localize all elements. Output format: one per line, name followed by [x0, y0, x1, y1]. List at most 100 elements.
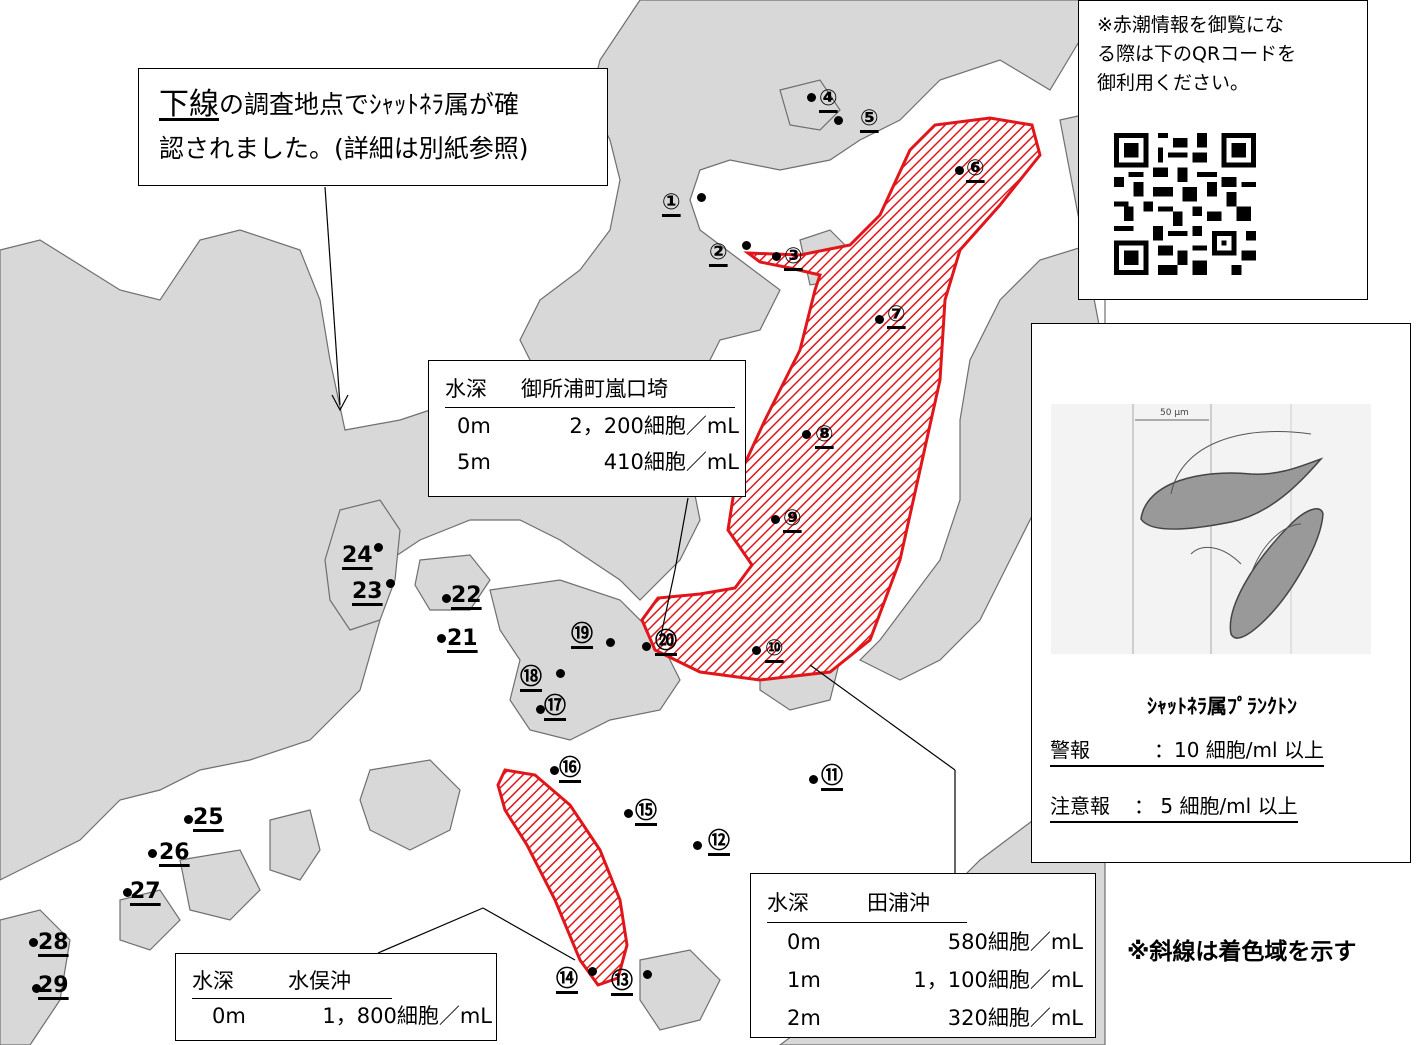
qr-note-line2: る際は下のQRコードを — [1097, 43, 1297, 65]
table-row: 1m 1，100細胞／mL — [767, 961, 1095, 999]
plankton-illustration — [1051, 404, 1371, 654]
depth-cell: 2m — [787, 1006, 821, 1030]
station-dot-s18 — [556, 669, 565, 678]
station-label-s19: ⑲ — [571, 622, 594, 647]
station-label-s1: ① — [662, 190, 681, 215]
station-label-s21: 21 — [447, 626, 478, 651]
station-label-s23: 23 — [352, 579, 383, 604]
callout-text-line2: 認されました。(詳細は別紙参照) — [159, 134, 529, 163]
station-label-s20: ⑳ — [655, 629, 678, 654]
station-dot-s2 — [742, 241, 751, 250]
station-label-s9: ⑨ — [783, 506, 802, 531]
callout-text-line1: の調査地点でｼｬｯﾄﾈﾗ属が確 — [219, 90, 520, 119]
station-dot-s8 — [802, 430, 811, 439]
station-label-s3: ③ — [784, 244, 803, 269]
station-dot-s20 — [642, 642, 651, 651]
station-dot-s7 — [875, 315, 884, 324]
station-dot-s11 — [809, 775, 818, 784]
station-dot-s4 — [807, 93, 816, 102]
qr-code[interactable] — [1114, 133, 1256, 275]
value-cell: 320細胞／mL — [947, 1006, 1083, 1030]
station-label-s16: ⑯ — [559, 756, 582, 781]
header-location: 御所浦町嵐口埼 — [521, 377, 668, 401]
header-depth: 水深 — [192, 969, 234, 993]
station-label-s25: 25 — [193, 805, 224, 830]
station-label-s17: ⑰ — [544, 694, 567, 719]
station-label-s26: 26 — [159, 840, 190, 865]
station-dot-s26 — [148, 849, 157, 858]
station-label-s10: ⑩ — [765, 636, 784, 661]
table-header: 水深 水俣沖 — [192, 964, 392, 999]
station-label-s6: ⑥ — [966, 156, 985, 181]
station-label-s22: 22 — [451, 583, 482, 608]
discovery-callout: 下線 の調査地点でｼｬｯﾄﾈﾗ属が確 認されました。(詳細は別紙参照) — [138, 68, 608, 186]
header-location: 水俣沖 — [288, 969, 351, 993]
station-dot-s27 — [123, 888, 132, 897]
table-header: 水深 御所浦町嵐口埼 — [445, 371, 735, 408]
table-row: 0m 2，200細胞／mL — [445, 408, 745, 444]
station-dot-s17 — [536, 705, 545, 714]
value-cell: 2，200細胞／mL — [569, 414, 739, 438]
qr-note-line3: 御利用ください。 — [1097, 72, 1250, 94]
caution-label: 注意報 — [1050, 794, 1110, 818]
station-label-s4: ④ — [819, 86, 838, 111]
station-label-s11: ⑪ — [821, 764, 844, 789]
underline-word: 下線 — [159, 87, 219, 122]
station-dot-s29 — [32, 984, 41, 993]
caution-row: 注意報 ： 5 細胞/ml 以上 — [1050, 790, 1298, 823]
leader-lines — [324, 186, 956, 961]
depth-cell: 0m — [787, 930, 821, 954]
station-label-s2: ② — [709, 240, 728, 265]
header-depth: 水深 — [445, 377, 487, 401]
station-dot-s21 — [437, 634, 446, 643]
station-label-s29: 29 — [38, 973, 69, 998]
station-dot-s15 — [624, 809, 633, 818]
plankton-info-card: 50 μm ｼｬｯﾄﾈﾗ属ﾌﾟﾗﾝｸﾄﾝ 警報 ：10 細胞/ml 以上 注意報… — [1031, 323, 1411, 863]
value-cell: 410細胞／mL — [603, 450, 739, 474]
value-cell: 580細胞／mL — [947, 930, 1083, 954]
station-label-s7: ⑦ — [887, 302, 906, 327]
station-dot-s19 — [606, 638, 615, 647]
station-dot-s13 — [643, 970, 652, 979]
station-label-s8: ⑧ — [815, 422, 834, 447]
station-dot-s9 — [771, 515, 780, 524]
header-depth: 水深 — [767, 891, 809, 915]
qr-note-line1: ※赤潮情報を御覧にな — [1097, 14, 1284, 36]
warning-value: ：10 細胞/ml 以上 — [1154, 738, 1324, 762]
qr-note-box: ※赤潮情報を御覧にな る際は下のQRコードを 御利用ください。 — [1078, 0, 1368, 300]
table-row: 0m 580細胞／mL — [767, 923, 1095, 961]
depth-cell: 1m — [787, 968, 821, 992]
station-dot-s16 — [550, 766, 559, 775]
depth-cell: 5m — [457, 450, 491, 474]
landmass — [0, 0, 1106, 1045]
station-dot-s25 — [184, 815, 193, 824]
header-location: 田浦沖 — [867, 891, 930, 915]
table-goshoura: 水深 御所浦町嵐口埼 0m 2，200細胞／mL 5m 410細胞／mL — [428, 360, 746, 497]
table-header: 水深 田浦沖 — [767, 884, 967, 923]
station-dot-s28 — [29, 938, 38, 947]
station-dot-s14 — [588, 967, 597, 976]
station-label-s12: ⑫ — [708, 829, 731, 854]
station-dot-s5 — [834, 116, 843, 125]
station-label-s14: ⑭ — [556, 967, 579, 992]
depth-cell: 0m — [212, 1004, 246, 1028]
hatch-note: ※斜線は着色域を示す — [1127, 939, 1357, 965]
warning-label: 警報 — [1050, 738, 1090, 762]
station-label-s24: 24 — [342, 543, 373, 568]
table-taura: 水深 田浦沖 0m 580細胞／mL 1m 1，100細胞／mL 2m 320細… — [750, 873, 1096, 1038]
station-label-s15: ⑮ — [635, 799, 658, 824]
plankton-caption: ｼｬｯﾄﾈﾗ属ﾌﾟﾗﾝｸﾄﾝ — [1147, 694, 1297, 718]
station-dot-s22 — [442, 594, 451, 603]
station-label-s18: ⑱ — [520, 665, 543, 690]
station-dot-s12 — [693, 841, 702, 850]
warning-row: 警報 ：10 細胞/ml 以上 — [1050, 734, 1324, 767]
table-row: 2m 320細胞／mL — [767, 999, 1095, 1037]
station-dot-s24 — [374, 543, 383, 552]
station-dot-s1 — [697, 193, 706, 202]
value-cell: 1，800細胞／mL — [322, 1004, 492, 1028]
station-label-s28: 28 — [38, 930, 69, 955]
scale-label: 50 μm — [1160, 408, 1189, 418]
depth-cell: 0m — [457, 414, 491, 438]
station-label-s27: 27 — [130, 879, 161, 904]
caution-value: ： 5 細胞/ml 以上 — [1134, 794, 1298, 818]
